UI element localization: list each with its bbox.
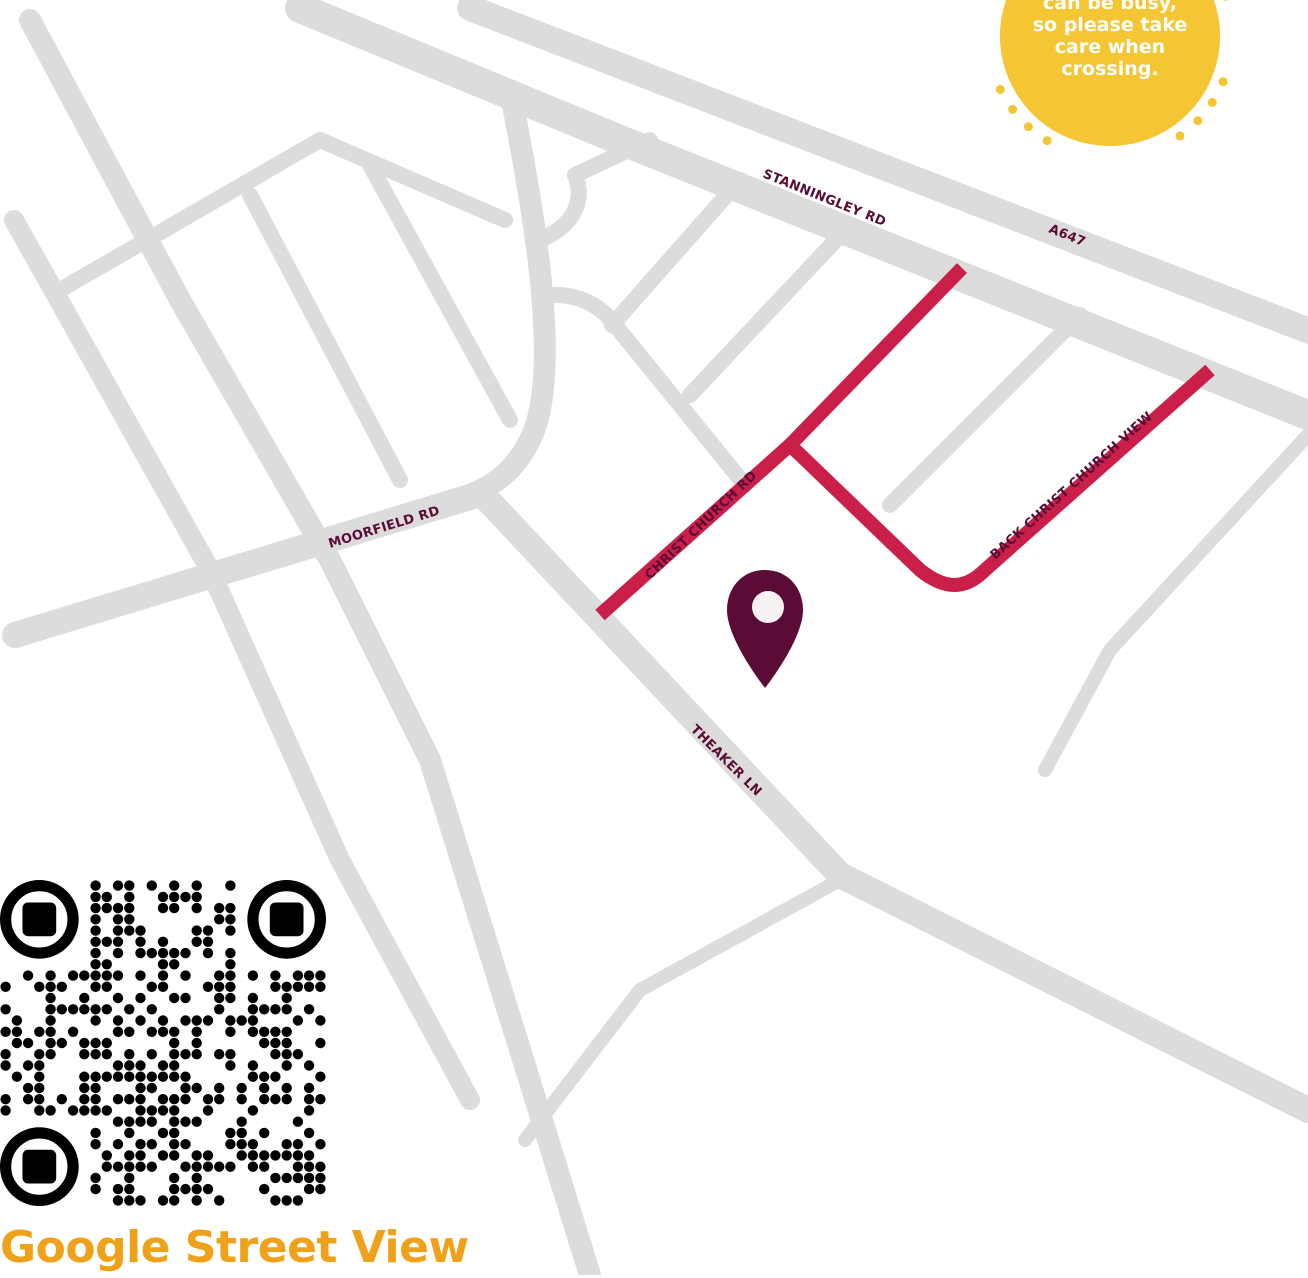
notice-dot <box>1193 116 1203 126</box>
qr-finder-square <box>269 902 304 937</box>
street-view-title: Google Street View <box>0 1222 469 1273</box>
road-cross-3 <box>362 157 518 428</box>
qr-finder-square <box>22 902 57 937</box>
notice-line-1: can be busy, <box>1043 0 1177 14</box>
notice-dotted-border <box>995 0 1228 146</box>
notice-dot <box>1042 136 1052 146</box>
safety-notice-badge: can be busy, so please take care when cr… <box>992 0 1228 148</box>
notice-dot <box>1023 122 1033 132</box>
road-northwest-diagonal <box>19 9 601 1275</box>
notice-text: can be busy, so please take care when cr… <box>992 0 1228 80</box>
road-north-curve <box>459 79 556 506</box>
road-theaker <box>472 484 1308 1123</box>
notice-dot <box>1218 77 1228 87</box>
road-cross-1 <box>52 132 513 298</box>
notice-dot <box>1222 0 1228 1</box>
qr-code-icon[interactable] <box>0 880 326 1206</box>
road-hook-2 <box>532 132 658 248</box>
qr-finder-ring <box>0 880 79 959</box>
notice-line-4: crossing. <box>1061 58 1159 80</box>
road-stanningley <box>285 0 1308 432</box>
qr-finder-square <box>22 1149 57 1184</box>
notice-dot <box>1207 97 1217 107</box>
road-east-branch <box>1038 428 1308 777</box>
road-labels: STANNINGLEY RD A647 MOORFIELD RD CHRIST … <box>327 167 1156 800</box>
route <box>595 263 1215 621</box>
notice-badge-shape <box>995 0 1228 146</box>
location-pin-icon <box>727 570 803 688</box>
road-moorfield <box>2 484 483 648</box>
road-south-branch <box>518 873 847 1147</box>
road-hook <box>547 287 753 493</box>
road-label-christ-church-rd: CHRIST CHURCH RD <box>642 468 760 583</box>
road-side-1 <box>604 172 748 333</box>
road-a647-north <box>457 0 1308 345</box>
notice-dot <box>995 85 1005 94</box>
notice-line-2: so please take <box>1032 14 1188 36</box>
road-label-back-christ-church-view: BACK CHRIST CHURCH VIEW <box>988 409 1156 563</box>
qr-finder-ring <box>0 1127 79 1206</box>
road-label-theaker-ln: THEAKER LN <box>687 722 764 799</box>
notice-dot <box>1175 131 1185 141</box>
route-back-christ-church-view <box>785 364 1215 592</box>
notice-line-3: care when <box>1054 36 1166 58</box>
road-cross-2 <box>242 187 408 488</box>
qr-finder-ring <box>247 880 326 959</box>
road-west-diagonal <box>4 210 480 1110</box>
notice-dot <box>1008 104 1018 114</box>
road-side-3 <box>882 307 1088 513</box>
road-side-2 <box>682 217 858 403</box>
